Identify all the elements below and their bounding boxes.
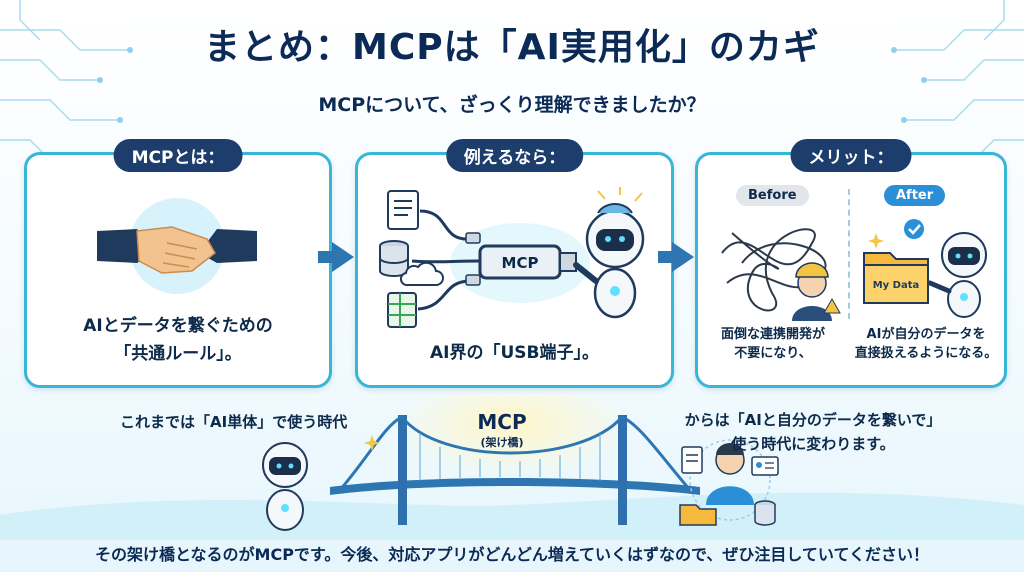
document-icon (681, 446, 703, 474)
arrow-stem (318, 251, 334, 263)
after-text-line1: AIが自分のデータを (866, 327, 986, 342)
divider (848, 189, 850, 319)
usb-chip-label: MCP (502, 254, 539, 272)
era-after-text: からは「AIと自分のデータを繋いで」 使う時代に変わります。 (648, 408, 978, 456)
document-icon (387, 190, 419, 230)
arrow-stem (658, 251, 674, 263)
arrow-right-icon (672, 242, 694, 272)
robot-icon (262, 442, 308, 531)
id-card-icon (751, 456, 779, 476)
check-icon (904, 219, 924, 239)
after-text-line2: 直接扱えるようになる。 (854, 346, 998, 361)
folder-label: My Data (873, 280, 920, 291)
era-after-line1: からは「AIと自分のデータを繋いで」 (684, 411, 942, 429)
era-after-line2: 使う時代に変わります。 (731, 435, 895, 453)
robot-icon (927, 232, 987, 318)
panel-heading: MCPとは： (113, 139, 243, 172)
after-badge: After (884, 185, 946, 206)
robot-icon (573, 203, 645, 319)
database-icon (754, 500, 776, 526)
database-icon (379, 240, 409, 277)
bridge-label: MCP (架け橋) (447, 410, 557, 450)
arrow-right-icon (332, 242, 354, 272)
handshake-icon (97, 198, 257, 294)
before-illustration (721, 228, 841, 321)
panel-heading: メリット： (790, 139, 912, 172)
cloud-icon (399, 261, 444, 287)
footer-text: その架け橋となるのがMCPです。今後、対応アプリがどんどん増えていくはずなので、… (95, 545, 929, 564)
folder-icon (679, 504, 717, 526)
page-title: まとめ：MCPは「AI実用化」のカギ (204, 27, 820, 68)
bridge-title: MCP (477, 410, 527, 434)
panel-text-line2: 「共通ルール」。 (114, 344, 242, 364)
panel-what-is-mcp: MCPとは： AIとデータを繋ぐための 「共通ルール」。 (24, 139, 332, 388)
era-before-text: これまでは「AI単体」で使う時代 (120, 413, 348, 431)
before-badge: Before (736, 185, 809, 206)
panel-merits: メリット： Before After My Data (695, 139, 1007, 388)
before-text-line1: 面倒な連携開発が (720, 327, 825, 342)
panel-text-line1: AI界の「USB端子」。 (430, 343, 599, 363)
bridge-subtitle: (架け橋) (480, 436, 524, 449)
page-subtitle: MCPについて、ざっくり理解できましたか？ (318, 94, 706, 116)
spreadsheet-icon (387, 292, 417, 328)
user-icon (689, 439, 771, 521)
before-text-line2: 不要になり、 (734, 346, 812, 361)
panel-heading: 例えるなら： (445, 139, 584, 172)
usb-diagram: MCP (379, 187, 645, 328)
bridge-icon (0, 395, 1024, 540)
worker-icon (792, 262, 832, 321)
panel-analogy: 例えるなら： MC (355, 139, 674, 388)
panel-text-line1: AIとデータを繋ぐための (83, 316, 273, 336)
usb-cable-icon (411, 209, 481, 311)
after-illustration: My Data (863, 219, 987, 318)
folder-icon: My Data (863, 252, 929, 304)
